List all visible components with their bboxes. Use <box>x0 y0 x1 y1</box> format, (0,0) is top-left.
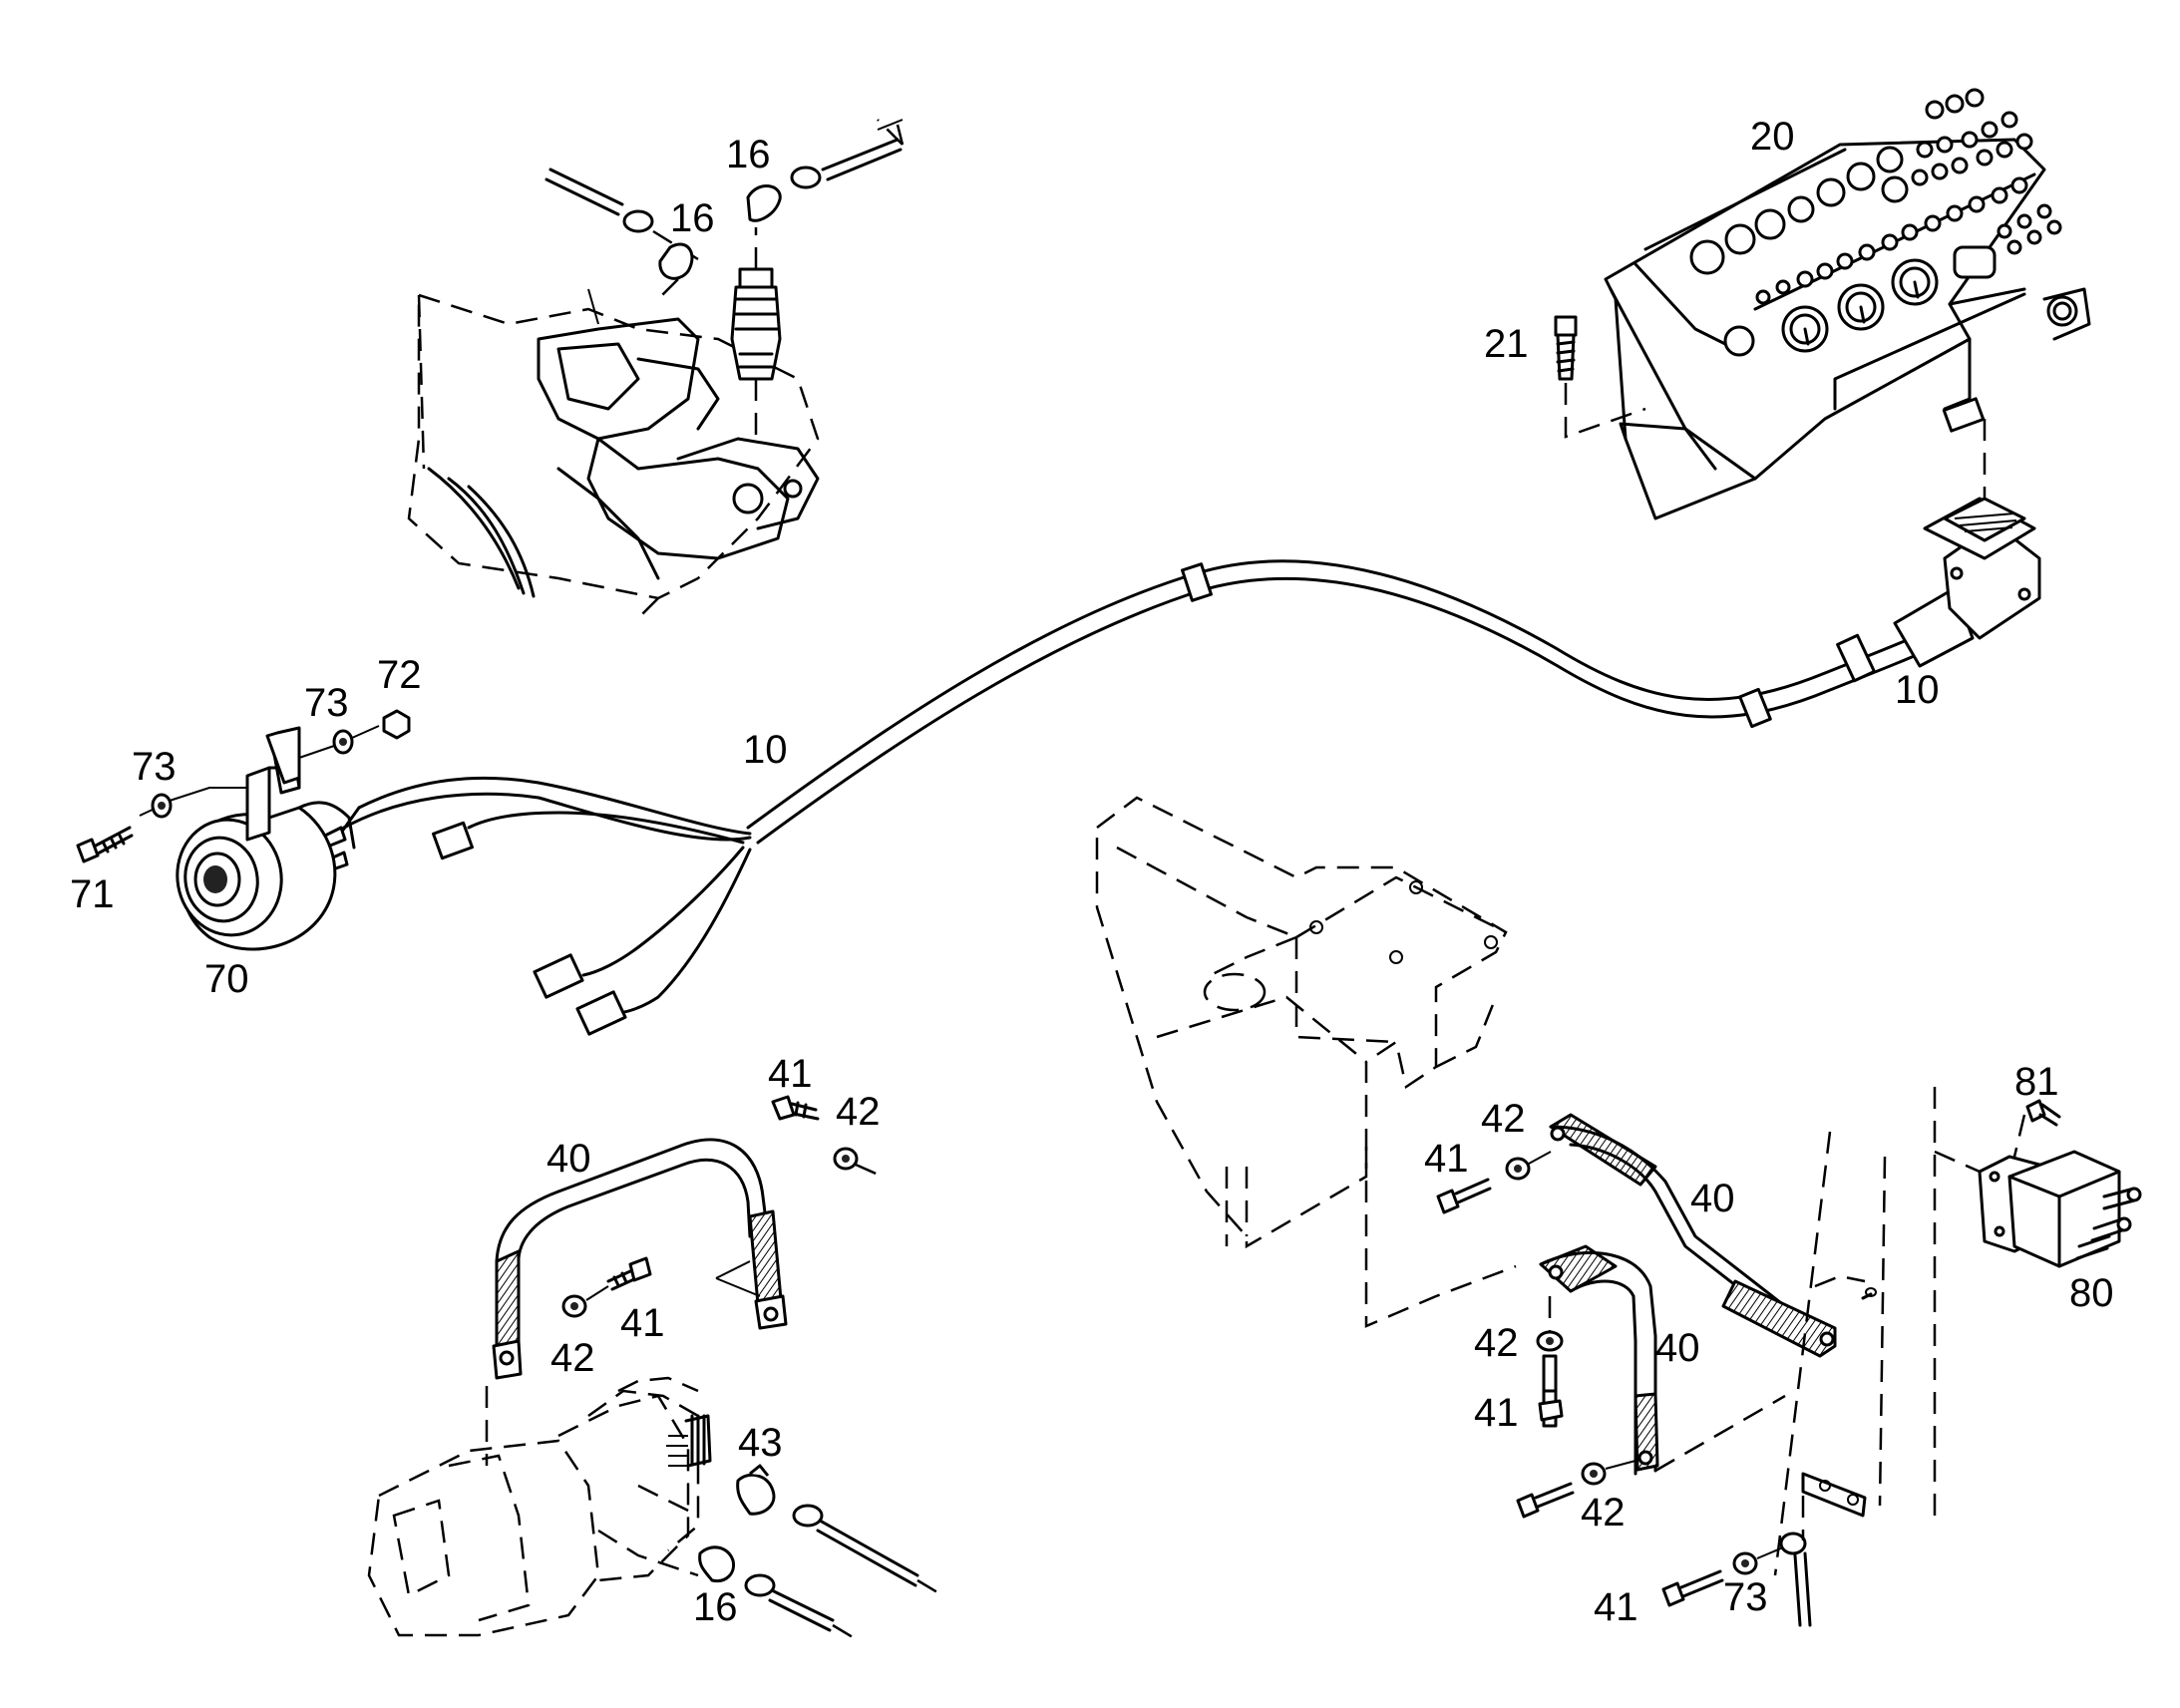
chassis-frame <box>1095 796 1517 1328</box>
callout-starter-elbow: 43 <box>738 1421 783 1465</box>
callout-washer-b: 42 <box>550 1336 595 1380</box>
relay-screw <box>2012 1099 2061 1158</box>
right-strap-hardware <box>1436 1151 1877 1627</box>
callout-starter-fitting: 16 <box>693 1585 738 1629</box>
callout-panel-screw: 21 <box>1484 322 1529 366</box>
starter-fittings <box>698 1464 943 1642</box>
engine-block <box>407 288 820 619</box>
relay <box>1934 1150 2142 1268</box>
strap-left <box>492 1138 788 1380</box>
callout-strap-right-upper: 40 <box>1690 1177 1735 1220</box>
callout-washer-d: 42 <box>1474 1321 1519 1365</box>
callout-switch-top-left: 16 <box>670 196 715 240</box>
instrument-panel <box>1604 88 2091 520</box>
cable-end-top-right <box>746 119 905 222</box>
guide-line-b <box>1878 1156 1887 1507</box>
strap-right-upper <box>1549 1113 1837 1358</box>
callout-bolt-e: 41 <box>1594 1585 1638 1629</box>
cable-end-top-left <box>545 168 699 300</box>
callout-bolt-c: 41 <box>1424 1137 1469 1181</box>
callout-panel: 20 <box>1750 115 1795 159</box>
callout-horn: 70 <box>204 957 249 1001</box>
callout-horn-washer-b: 73 <box>304 681 349 725</box>
callout-bolt-d: 41 <box>1474 1391 1519 1435</box>
callout-horn-bolt: 71 <box>70 872 115 916</box>
wiring-harness <box>319 497 2041 1036</box>
callout-washer-a: 42 <box>836 1090 881 1134</box>
callout-strap-left: 40 <box>546 1137 591 1181</box>
horn-assembly <box>76 709 411 951</box>
callout-labels: 10 10 20 21 16 16 70 71 73 73 72 40 41 4… <box>70 115 2114 1629</box>
left-strap-hardware <box>485 1095 884 1466</box>
guide-line-a <box>1773 1131 1832 1576</box>
callout-relay: 80 <box>2069 1271 2114 1315</box>
callout-harness-left: 10 <box>743 728 788 772</box>
callout-horn-washer-a: 73 <box>132 745 177 789</box>
callout-switch-top-right: 16 <box>726 133 771 176</box>
callout-strap-right-lower: 40 <box>1655 1326 1700 1370</box>
callout-bolt-a: 41 <box>768 1052 813 1096</box>
callout-washer-e: 42 <box>1581 1491 1626 1535</box>
callout-horn-nut: 72 <box>377 653 422 697</box>
starter-motor <box>367 1376 712 1637</box>
callout-harness-right: 10 <box>1895 668 1940 712</box>
callout-relay-screw: 81 <box>2014 1060 2059 1104</box>
callout-bolt-b: 41 <box>620 1301 665 1345</box>
panel-screw <box>1554 315 1646 439</box>
callout-ground-washer: 73 <box>1723 1575 1768 1619</box>
callout-washer-c: 42 <box>1481 1097 1526 1141</box>
pressure-switch <box>730 227 782 444</box>
strap-right-lower <box>1539 1244 1786 1476</box>
